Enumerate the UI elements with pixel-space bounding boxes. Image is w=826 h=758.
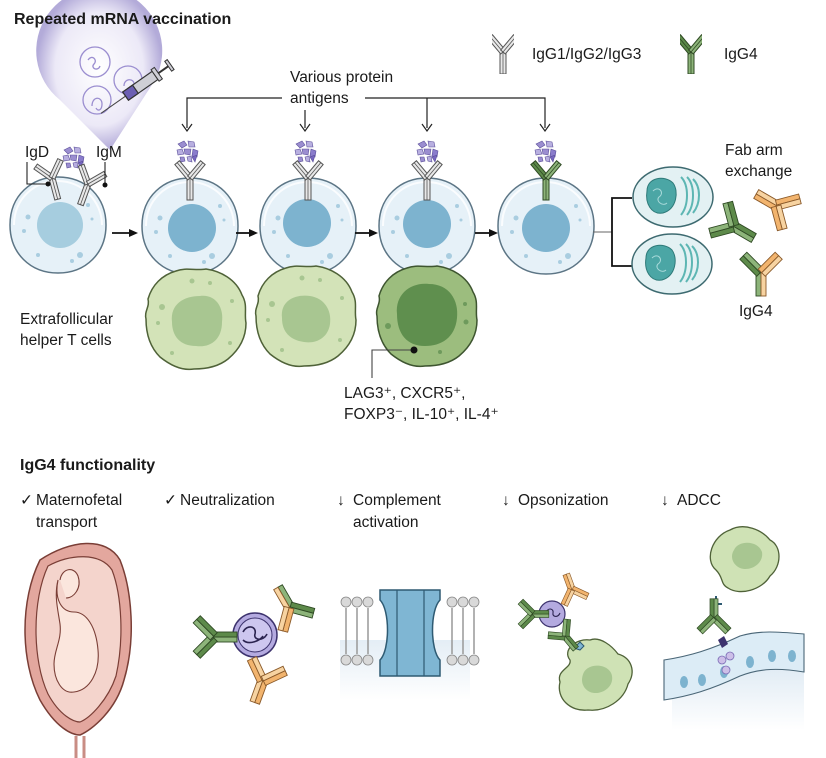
antigen-cluster: [292, 139, 318, 165]
igg4-legend-icon: [680, 34, 702, 74]
membrane-pore-icon: [340, 589, 480, 700]
b-cell-nucleus: [168, 204, 216, 252]
fab-arm-label-line2: exchange: [725, 163, 793, 180]
igg4-green-antibody: [704, 197, 765, 257]
check-icon: ✓: [20, 492, 33, 509]
function-label: ADCC: [677, 492, 721, 509]
adcc-icon: [663, 526, 805, 730]
t-cell-nucleus: [171, 295, 223, 347]
function-label: Opsonization: [518, 492, 609, 509]
marker-callout-line: [371, 349, 413, 378]
igg4-bispecific-antibody: [739, 251, 783, 297]
b-cell-nucleus: [403, 200, 451, 248]
antigen-cluster: [532, 139, 558, 165]
legend-label-igg4: IgG4: [724, 46, 758, 63]
antigen-cluster: [414, 139, 440, 165]
igg4-antibody-bottom: [234, 653, 291, 711]
function-label-line2: activation: [353, 514, 419, 531]
down-arrow-icon: ↓: [502, 492, 510, 509]
b-cell-nucleus: [283, 199, 331, 247]
igm-label: IgM: [96, 144, 122, 161]
tfh-markers-line1: LAG3⁺, CXCR5⁺,: [344, 385, 466, 402]
plasma-cell: [632, 166, 714, 228]
igg4-product-label: IgG4: [739, 303, 773, 320]
antigen-label-line1: Various protein: [290, 69, 394, 86]
section-title-functionality: IgG4 functionality: [20, 457, 156, 474]
lipid-nanoparticle-icon: [36, 0, 163, 150]
t-cell-nucleus: [281, 295, 331, 343]
fab-arm-label-line1: Fab arm: [725, 142, 783, 159]
legend-label-igg123: IgG1/IgG2/IgG3: [532, 46, 642, 63]
opsonization-icon: [538, 600, 633, 711]
plasma-cell: [631, 233, 713, 295]
antigen-cluster: [174, 139, 200, 165]
down-arrow-icon: ↓: [661, 492, 669, 509]
igg4-antibody-left: [192, 615, 238, 659]
b-cell-nucleus: [522, 204, 570, 252]
section-title-vaccination: Repeated mRNA vaccination: [14, 11, 232, 28]
b-cell-nucleus: [37, 202, 83, 248]
syringe-icon: [100, 58, 175, 114]
igg123-legend-icon: [492, 34, 514, 74]
neutralization-virus-icon: [232, 612, 278, 658]
uterus-fetus-icon: [24, 542, 132, 758]
antigen-bracket: [186, 97, 546, 128]
function-label-line2: transport: [36, 514, 98, 531]
igd-label: IgD: [25, 144, 50, 161]
tfh-label-line1: Extrafollicular: [20, 311, 114, 328]
activated-t-cell: [375, 265, 478, 368]
down-arrow-icon: ↓: [337, 492, 345, 509]
antigen-label-line2: antigens: [290, 90, 349, 107]
function-label: Neutralization: [180, 492, 275, 509]
check-icon: ✓: [164, 492, 177, 509]
igg4-orange-antibody: [745, 175, 806, 235]
tfh-label-line2: helper T cells: [20, 332, 112, 349]
function-label: Complement: [353, 492, 441, 509]
tfh-markers-line2: FOXP3⁻, IL-10⁺, IL-4⁺: [344, 406, 499, 423]
differentiation-branch: [593, 197, 632, 267]
function-label: Maternofetal: [36, 492, 123, 509]
